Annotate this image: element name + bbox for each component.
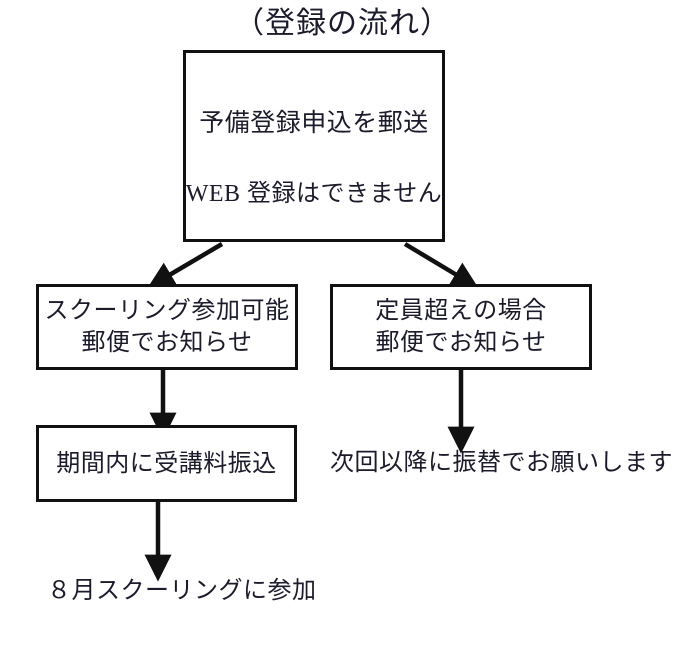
node-payment-line-1: 期間内に受講料振込: [56, 450, 277, 477]
node-accepted-line-2: 郵便でお知らせ: [81, 330, 253, 356]
diagram-title: （登録の流れ）: [234, 7, 451, 40]
node-pay-tuition[interactable]: 期間内に受講料振込: [36, 425, 297, 502]
node-attend-august-schooling: ８月スクーリングに参加: [47, 578, 317, 604]
node-apply-line-1: 予備登録申込を郵送: [199, 110, 429, 137]
edge-apply-to-over-capacity: [403, 242, 479, 289]
node-over-capacity[interactable]: 定員超えの場合 郵便でお知らせ: [330, 284, 592, 370]
node-apply-line-2: WEB 登録はできません: [185, 181, 443, 207]
node-accepted-line-1: スクーリング参加可能: [44, 298, 290, 324]
node-over-capacity-line-2: 郵便でお知らせ: [375, 330, 547, 356]
node-apply-by-mail[interactable]: 予備登録申込を郵送 WEB 登録はできません: [183, 50, 445, 242]
node-transfer-next-time: 次回以降に振替でお願いします: [330, 450, 673, 476]
node-over-capacity-line-1: 定員超えの場合: [375, 298, 547, 324]
edge-apply-to-accepted: [147, 242, 224, 288]
node-schooling-accepted[interactable]: スクーリング参加可能 郵便でお知らせ: [36, 284, 298, 370]
